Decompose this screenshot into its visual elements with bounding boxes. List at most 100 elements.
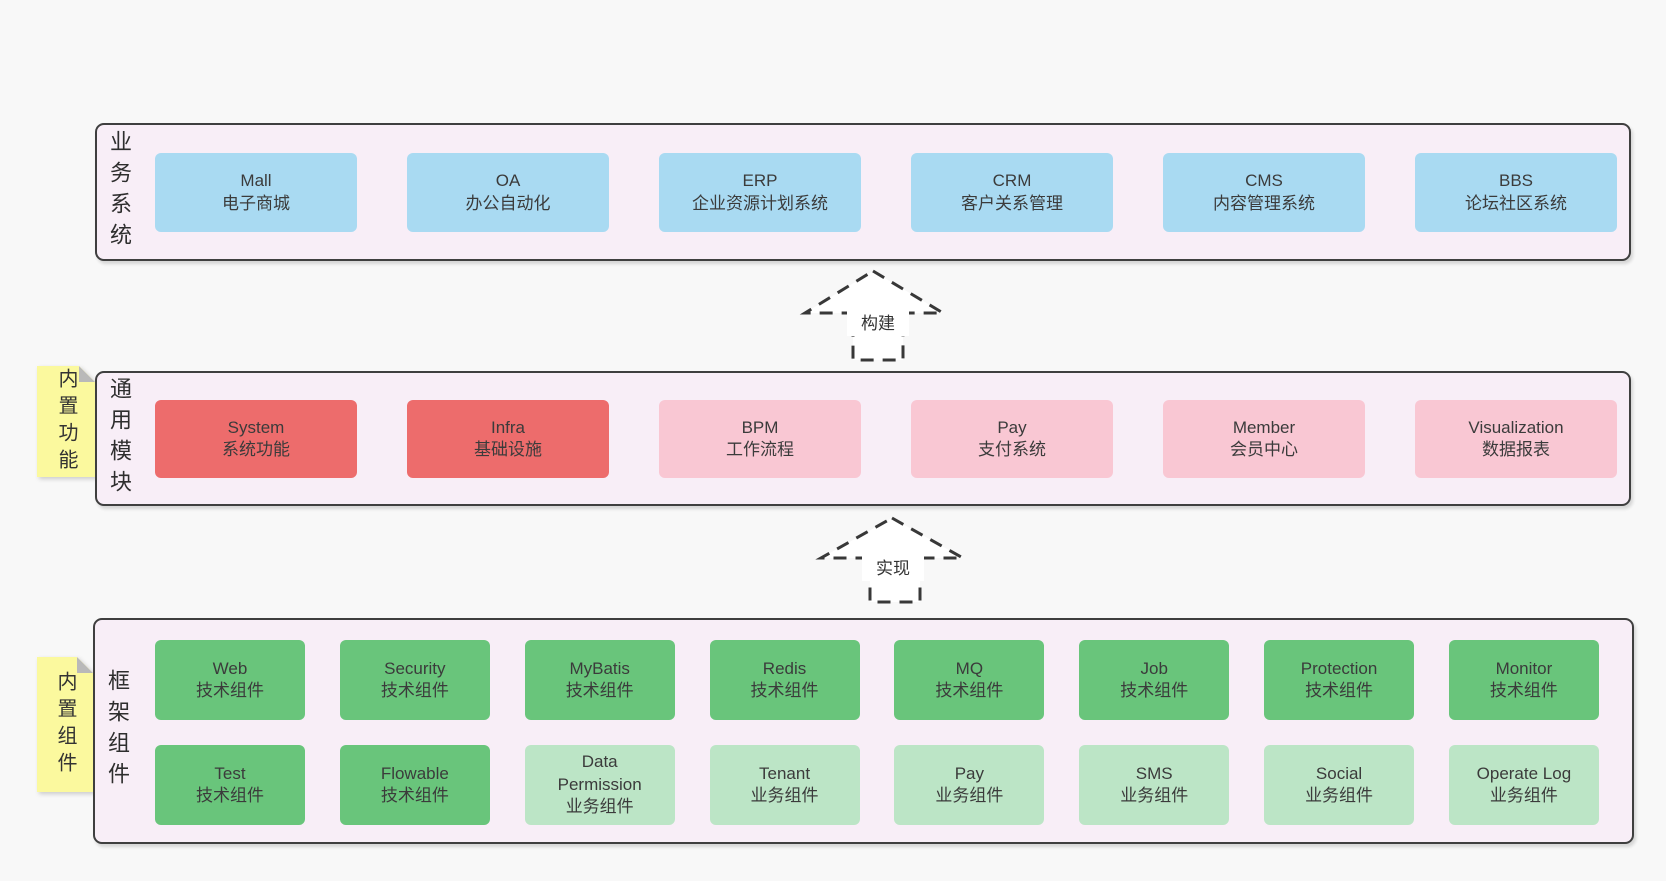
box-data-permission: Data Permission 业务组件 (524, 745, 675, 825)
box-system: System 系统功能 (155, 400, 357, 478)
box-title: BBS (1498, 171, 1534, 191)
box-redis: Redis 技术组件 (709, 640, 860, 720)
box-title: Pay (997, 417, 1027, 437)
box-subtitle: 技术组件 (196, 786, 264, 805)
box-subtitle: 论坛社区系统 (1465, 193, 1567, 213)
box-oa: OA 办公自动化 (407, 153, 609, 232)
box-web: Web 技术组件 (155, 640, 305, 720)
box-title: Infra (490, 417, 526, 437)
box-title: Member (1232, 417, 1296, 437)
box-title: MQ (955, 658, 984, 678)
box-visualization: Visualization 数据报表 (1415, 400, 1617, 478)
box-subtitle: 技术组件 (565, 681, 634, 700)
box-crm: CRM 客户关系管理 (911, 153, 1113, 232)
box-subtitle: 内容管理系统 (1213, 193, 1315, 213)
box-title: Visualization (1468, 417, 1564, 437)
box-protection: Protection 技术组件 (1264, 640, 1415, 720)
framework-row-2: Test 技术组件 Flowable 技术组件 Data Permission … (155, 745, 1599, 825)
panel-business-label: 业务系统 (107, 130, 132, 254)
box-title: Social (1315, 763, 1363, 783)
box-subtitle: 技术组件 (1489, 681, 1558, 700)
box-subtitle: 工作流程 (726, 440, 794, 459)
builtin-components-tab: 内置组件 (37, 657, 93, 792)
box-subtitle: 企业资源计划系统 (692, 193, 828, 213)
box-test: Test 技术组件 (155, 745, 305, 825)
box-title: Mall (240, 171, 272, 191)
box-title: Flowable (380, 763, 449, 783)
box-title: System (227, 417, 285, 437)
sticky-note: 内置功能 (37, 366, 95, 477)
box-title: Web (212, 658, 248, 678)
box-title: OA (495, 171, 521, 191)
modules-row: System 系统功能 Infra 基础设施 BPM 工作流程 Pay 支付系统… (155, 400, 1617, 478)
panel-framework-label: 框架组件 (105, 669, 130, 793)
box-cms: CMS 内容管理系统 (1163, 153, 1365, 232)
box-subtitle: 业务组件 (565, 797, 634, 817)
box-title: ERP (742, 171, 778, 191)
box-title: Protection (1300, 658, 1378, 678)
sticky-note: 内置组件 (37, 657, 93, 792)
box-subtitle: 技术组件 (750, 681, 819, 700)
box-subtitle: 业务组件 (750, 786, 819, 805)
box-subtitle: 会员中心 (1230, 440, 1298, 459)
box-title: Job (1140, 658, 1168, 678)
box-subtitle: 业务组件 (1489, 786, 1558, 805)
box-subtitle: 系统功能 (222, 440, 290, 459)
box-title: CMS (1245, 171, 1283, 191)
build-arrow-label: 构建 (847, 311, 909, 336)
box-infra: Infra 基础设施 (407, 400, 609, 478)
box-flowable: Flowable 技术组件 (339, 745, 490, 825)
box-mall: Mall 电子商城 (155, 153, 357, 232)
box-subtitle: 客户关系管理 (961, 193, 1063, 213)
box-subtitle: 办公自动化 (465, 193, 551, 213)
implement-arrow-label: 实现 (862, 556, 924, 581)
panel-common-modules: 通用模块 System 系统功能 Infra 基础设施 BPM 工作流程 Pay… (95, 371, 1631, 506)
box-member: Member 会员中心 (1163, 400, 1365, 478)
box-security: Security 技术组件 (339, 640, 490, 720)
box-title: Redis (762, 658, 807, 678)
box-operate-log: Operate Log 业务组件 (1448, 745, 1599, 825)
tab-label: 内置组件 (54, 670, 76, 779)
box-subtitle: 业务组件 (1305, 786, 1374, 805)
framework-row-1: Web 技术组件 Security 技术组件 MyBatis 技术组件 Redi… (155, 640, 1599, 720)
box-erp: ERP 企业资源计划系统 (659, 153, 861, 232)
box-title: Data Permission (557, 752, 642, 794)
box-subtitle: 业务组件 (1120, 786, 1189, 805)
box-title: MyBatis (569, 658, 630, 678)
business-row: Mall 电子商城 OA 办公自动化 ERP 企业资源计划系统 CRM 客户关系… (155, 153, 1617, 232)
box-subtitle: 技术组件 (1120, 681, 1189, 700)
box-subtitle: 业务组件 (935, 786, 1004, 805)
box-tenant: Tenant 业务组件 (709, 745, 860, 825)
box-title: SMS (1135, 763, 1173, 783)
box-title: Pay (954, 763, 985, 783)
panel-framework-components: 框架组件 Web 技术组件 Security 技术组件 MyBatis 技术组件… (93, 618, 1634, 844)
panel-modules-label: 通用模块 (107, 376, 132, 501)
box-sms: SMS 业务组件 (1079, 745, 1230, 825)
box-title: Operate Log (1476, 763, 1572, 783)
box-subtitle: 支付系统 (978, 440, 1046, 459)
box-mybatis: MyBatis 技术组件 (524, 640, 675, 720)
box-subtitle: 技术组件 (196, 681, 264, 700)
box-social: Social 业务组件 (1264, 745, 1415, 825)
box-subtitle: 数据报表 (1482, 440, 1550, 459)
box-title: Test (214, 763, 246, 783)
box-title: Security (384, 658, 446, 678)
box-bpm: BPM 工作流程 (659, 400, 861, 478)
box-subtitle: 技术组件 (935, 681, 1004, 700)
box-bbs: BBS 论坛社区系统 (1415, 153, 1617, 232)
tab-label: 内置功能 (55, 367, 77, 476)
box-title: Monitor (1495, 658, 1553, 678)
box-title: Tenant (759, 763, 811, 783)
box-title: CRM (992, 171, 1032, 191)
box-subtitle: 技术组件 (380, 786, 449, 805)
panel-business-systems: 业务系统 Mall 电子商城 OA 办公自动化 ERP 企业资源计划系统 CRM… (95, 123, 1631, 261)
box-subtitle: 技术组件 (380, 681, 449, 700)
box-job: Job 技术组件 (1079, 640, 1230, 720)
box-pay-component: Pay 业务组件 (894, 745, 1045, 825)
box-title: BPM (741, 417, 779, 437)
folded-corner-icon (79, 366, 95, 382)
box-subtitle: 基础设施 (474, 440, 542, 459)
box-subtitle: 技术组件 (1305, 681, 1374, 700)
box-mq: MQ 技术组件 (894, 640, 1045, 720)
